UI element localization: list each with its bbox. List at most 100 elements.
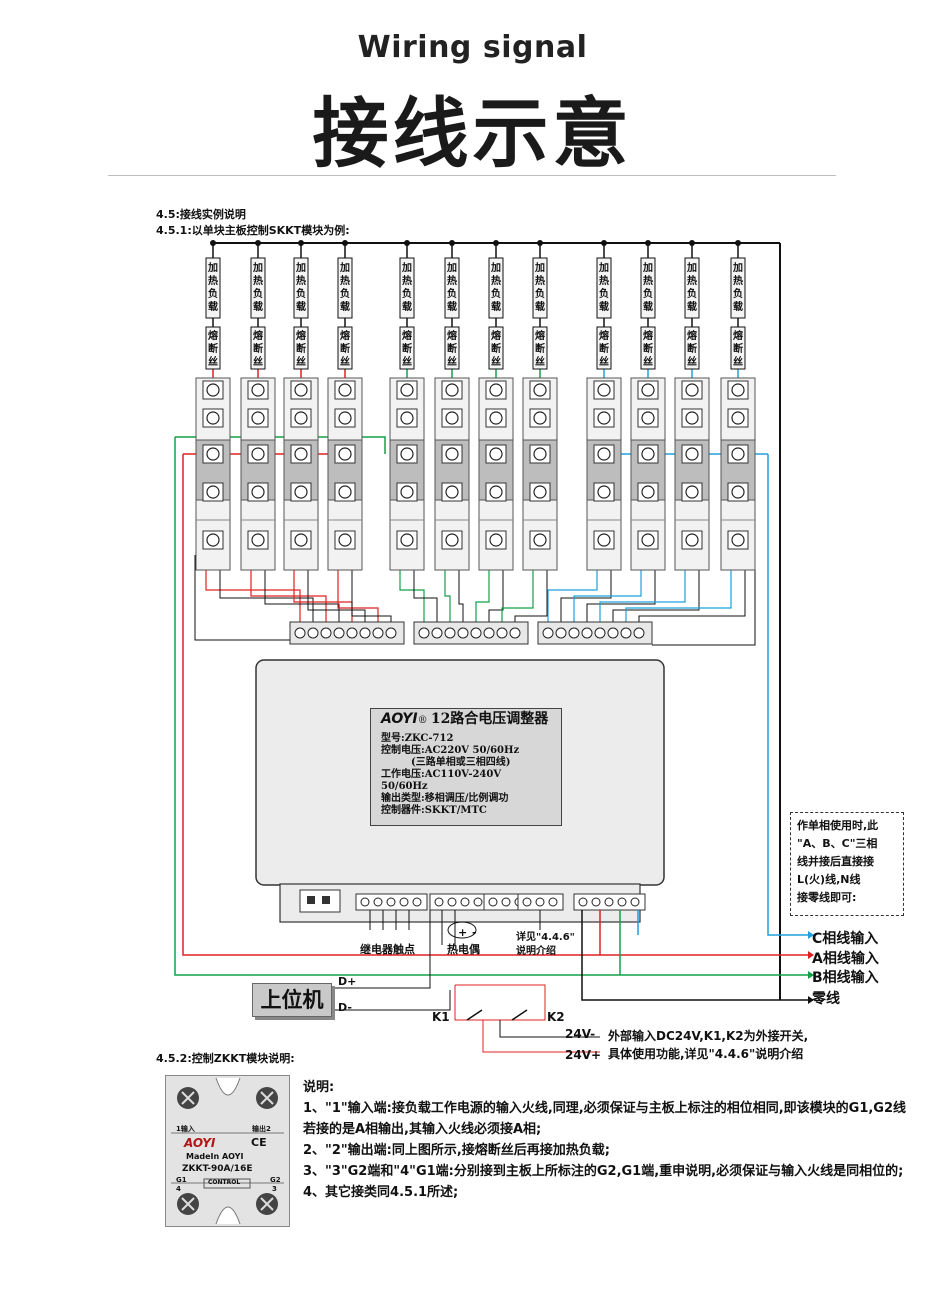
ring-wire (194, 555, 290, 641)
terminal-screw (535, 897, 545, 907)
screw-head (445, 447, 459, 461)
gate-wire (475, 555, 490, 628)
heater-load-box (730, 257, 746, 319)
fuse-label: 熔断丝 (687, 331, 697, 368)
screw-head (445, 383, 459, 397)
terminal-screw (372, 627, 384, 639)
screw-head (400, 411, 414, 425)
24v-minus-wire (499, 1020, 600, 1038)
k2-label: K2 (547, 1010, 565, 1024)
heater-load-box (399, 257, 415, 319)
see-ref-label: 详见"4.4.6" (516, 932, 575, 943)
screw-head (533, 485, 547, 499)
screw-head (489, 411, 503, 425)
screw-head (294, 383, 308, 397)
screw-head (489, 383, 503, 397)
screw-head (251, 447, 265, 461)
gate-wire (444, 555, 451, 628)
screw-head (338, 485, 352, 499)
heater-load-box (596, 257, 612, 319)
heater-load-label: 加热负载 (296, 263, 306, 313)
screw-head (445, 533, 459, 547)
neutral-label: 零线 (812, 991, 840, 1007)
terminal-screw (620, 627, 632, 639)
b-phase-label: B相线输入 (812, 970, 879, 986)
phase-arrow (808, 951, 814, 959)
cathode-wire (264, 555, 340, 628)
cathode-wire (560, 555, 612, 628)
screw-head (597, 447, 611, 461)
screw-head (533, 411, 547, 425)
terminal-screw (386, 897, 396, 907)
zkkt-model: ZKKT-90A/16E (182, 1164, 253, 1174)
fuse-box (730, 326, 746, 370)
cathode-wire (458, 555, 464, 628)
gate-wire (250, 555, 327, 628)
heater-load-box (205, 257, 221, 319)
screw-head (731, 485, 745, 499)
terminal-screw (359, 627, 371, 639)
gate-wire (501, 555, 534, 628)
terminal-screw (509, 627, 521, 639)
phase-arrow (808, 931, 814, 939)
heater-load-label: 加热负载 (208, 263, 218, 313)
fuse-box (293, 326, 309, 370)
terminal-screw (373, 897, 383, 907)
heater-load-label: 加热负载 (535, 263, 545, 313)
heater-load-box (684, 257, 700, 319)
terminal-screw (548, 897, 558, 907)
screw-head (685, 411, 699, 425)
terminal-screw (457, 627, 469, 639)
fuse-box (532, 326, 548, 370)
terminal-screw (496, 627, 508, 639)
cathode-wire (219, 555, 314, 628)
d-minus-label: D- (338, 1001, 352, 1014)
terminal-screw (488, 897, 498, 907)
k1-label: K1 (432, 1010, 450, 1024)
screw-head (597, 485, 611, 499)
terminal-screw (385, 627, 397, 639)
terminal-screw (470, 627, 482, 639)
terminal-screw (591, 897, 601, 907)
terminal-screw (294, 627, 306, 639)
terminal-screw (434, 897, 444, 907)
terminal-screw (604, 897, 614, 907)
screw-head (206, 533, 220, 547)
note-line: "A、B、C"三相 (797, 837, 878, 850)
terminal-screw (431, 627, 443, 639)
screw-head (445, 485, 459, 499)
screw-head (685, 447, 699, 461)
header-title-cn-wrap: 接线示意 (0, 72, 945, 182)
fuse-box (444, 326, 460, 370)
ext-input-note-1: 外部输入DC24V,K1,K2为外接开关, (608, 1029, 809, 1043)
gate-wire (399, 555, 425, 628)
terminal-screw (542, 627, 554, 639)
terminal-screw (418, 627, 430, 639)
screw-head (338, 411, 352, 425)
terminal-screw (594, 627, 606, 639)
zkkt-made-label: MadeIn AOYI (186, 1152, 244, 1161)
brand-logo: AOYI (381, 711, 418, 727)
controller-title: 12路合电压调整器 (430, 711, 549, 727)
d-minus-wire (332, 990, 451, 1011)
note-line: 接零线即可: (797, 891, 857, 904)
fuse-label: 熔断丝 (447, 331, 457, 368)
terminal-screw (483, 627, 495, 639)
zkkt-out-label: 输出2 (252, 1125, 271, 1133)
fuse-label: 熔断丝 (535, 331, 545, 368)
screw-head (206, 383, 220, 397)
section-4-5-1: 4.5.1:以单块主板控制SKKT模块为例: (156, 224, 350, 237)
screw-head (641, 383, 655, 397)
zkkt-g2-label: G2 (270, 1176, 281, 1184)
heater-load-box (444, 257, 460, 319)
section-4-5: 4.5:接线实例说明 (156, 208, 246, 221)
usb-port (299, 889, 341, 913)
cathode-wire (307, 555, 366, 628)
screw-head (685, 485, 699, 499)
24v-plus-wire (482, 1020, 600, 1053)
host-computer: 上位机 (252, 983, 332, 1017)
d-plus-label: D+ (338, 975, 357, 988)
terminal-screw (581, 627, 593, 639)
screw-head (251, 485, 265, 499)
terminal-screw (320, 627, 332, 639)
